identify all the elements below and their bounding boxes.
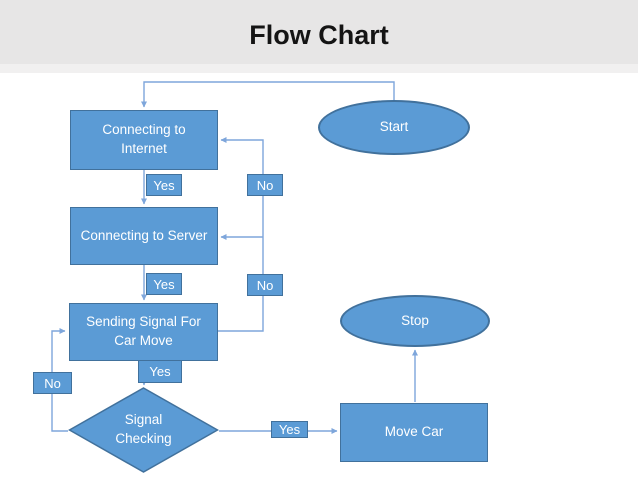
title-band: Flow Chart xyxy=(0,0,638,64)
node-move-car: Move Car xyxy=(340,403,488,462)
edge-feedback-no-to-internet-line xyxy=(218,137,264,332)
node-stop-label: Stop xyxy=(401,312,429,328)
node-signal-checking-label: Signal Checking xyxy=(115,412,172,446)
node-move-car-label: Move Car xyxy=(384,424,444,440)
node-stop: Stop xyxy=(340,295,490,347)
node-start: Start xyxy=(318,100,470,155)
page-title: Flow Chart xyxy=(249,19,389,50)
node-signal-checking: Signal Checking xyxy=(68,387,219,473)
node-connecting-to-internet-label: Connecting to Internet xyxy=(102,122,186,156)
node-connecting-to-server-label: Connecting to Server xyxy=(80,227,208,243)
edge-label-signal-yes: Yes xyxy=(138,360,182,383)
diamond-shape xyxy=(68,387,219,473)
node-sending-signal-for-car-move-label: Sending Signal For Car Move xyxy=(86,314,201,348)
node-connecting-to-server: Connecting to Server xyxy=(70,207,218,265)
node-start-label: Start xyxy=(379,119,409,135)
node-sending-signal-for-car-move: Sending Signal For Car Move xyxy=(69,303,218,361)
edge-label-server-no: No xyxy=(247,274,283,296)
edge-label-check-yes: Yes xyxy=(271,421,308,438)
edge-label-internet-yes: Yes xyxy=(146,174,182,196)
node-connecting-to-internet: Connecting to Internet xyxy=(70,110,218,170)
edge-label-server-yes: Yes xyxy=(146,273,182,295)
edge-label-check-no: No xyxy=(33,372,72,394)
title-band-shadow xyxy=(0,64,638,73)
edge-label-internet-no: No xyxy=(247,174,283,196)
edge-start-to-internet-line xyxy=(141,81,395,108)
